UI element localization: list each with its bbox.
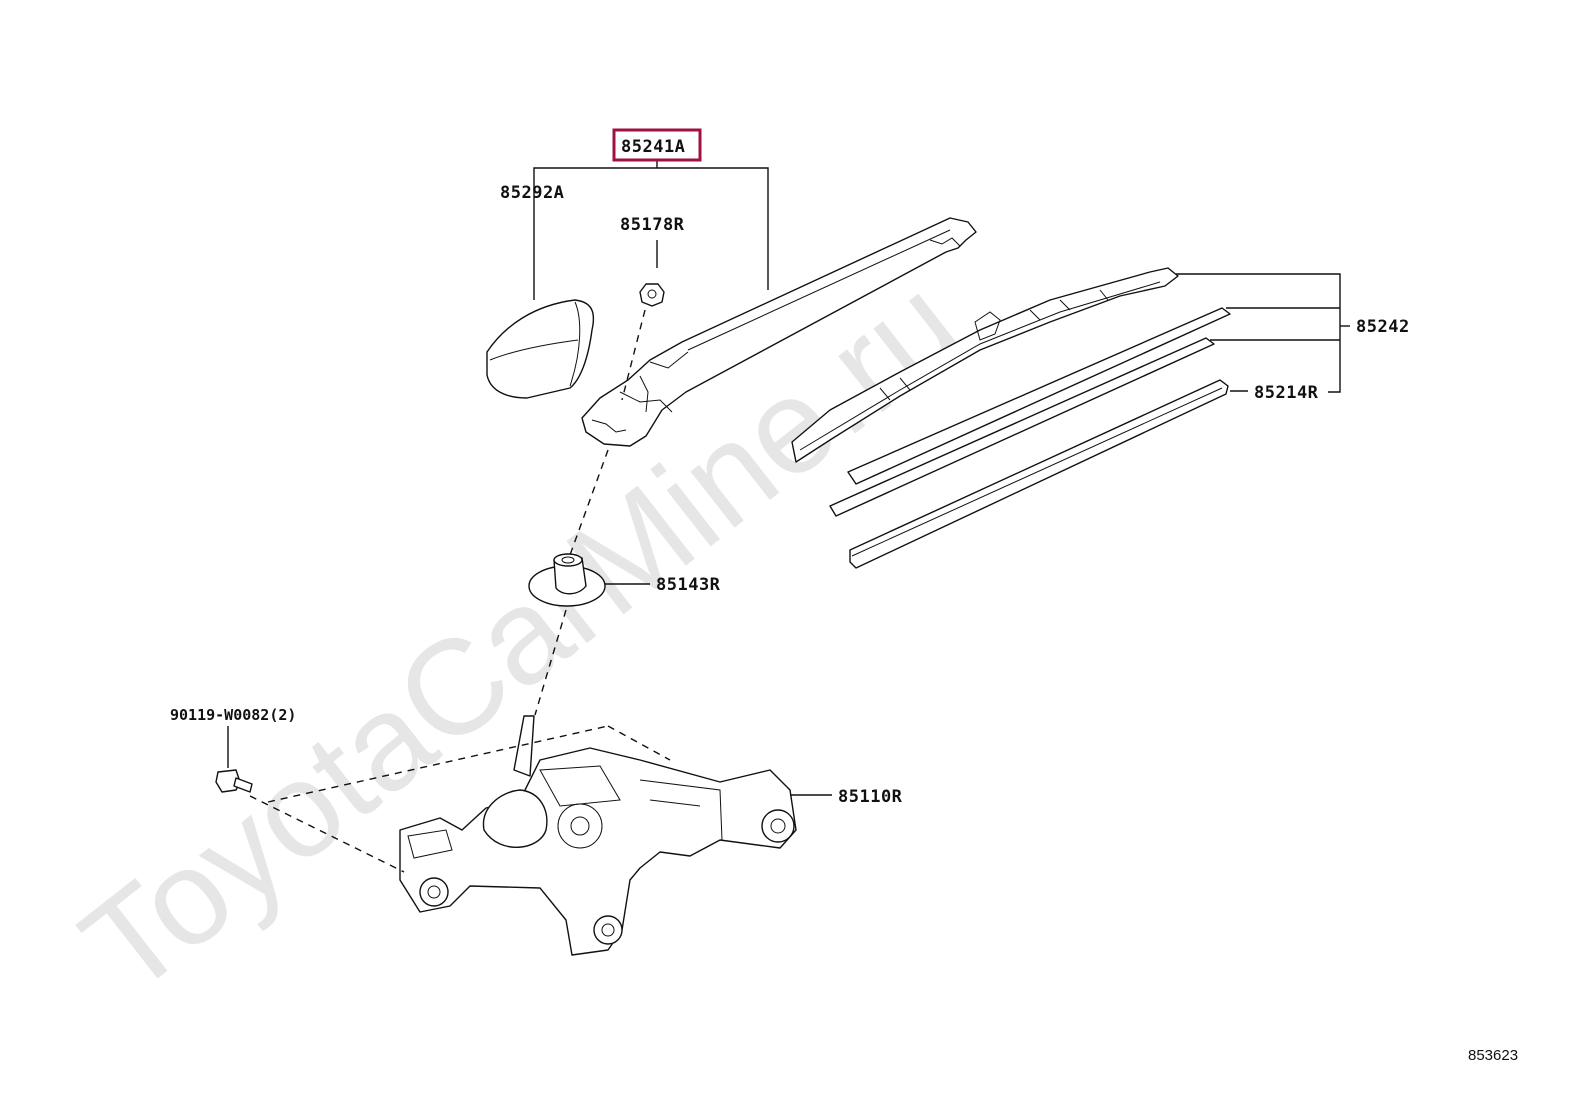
bolt-drawing bbox=[215, 726, 253, 793]
blade-strip-lower-drawing bbox=[829, 337, 1215, 517]
diagram-id: 853623 bbox=[1468, 1047, 1518, 1064]
arm-nut-drawing bbox=[639, 283, 665, 307]
label-90119-w0082[interactable]: 90119-W0082(2) bbox=[170, 706, 296, 724]
label-85241a[interactable]: 85241A bbox=[621, 137, 685, 157]
label-85292a[interactable]: 85292A bbox=[500, 183, 564, 203]
pivot-axis-dashes bbox=[534, 309, 646, 716]
label-85214r[interactable]: 85214R bbox=[1254, 383, 1319, 403]
label-85143r[interactable]: 85143R bbox=[656, 575, 721, 595]
wiper-arm-drawing bbox=[581, 217, 977, 447]
motor-mount-dashes bbox=[249, 725, 671, 873]
highlight-box bbox=[612, 128, 702, 162]
blade-rubber-drawing bbox=[849, 379, 1229, 569]
leaders-85242 bbox=[1176, 273, 1350, 393]
pivot-cap-drawing bbox=[528, 553, 650, 607]
blade-strip-upper-drawing bbox=[847, 307, 1231, 485]
wiper-blade-drawing bbox=[791, 267, 1179, 463]
label-85110r[interactable]: 85110R bbox=[838, 787, 903, 807]
wiper-motor-drawing bbox=[399, 715, 832, 956]
label-85242[interactable]: 85242 bbox=[1356, 317, 1410, 337]
arm-head-cap-drawing bbox=[486, 299, 595, 399]
label-85178r[interactable]: 85178R bbox=[620, 215, 685, 235]
